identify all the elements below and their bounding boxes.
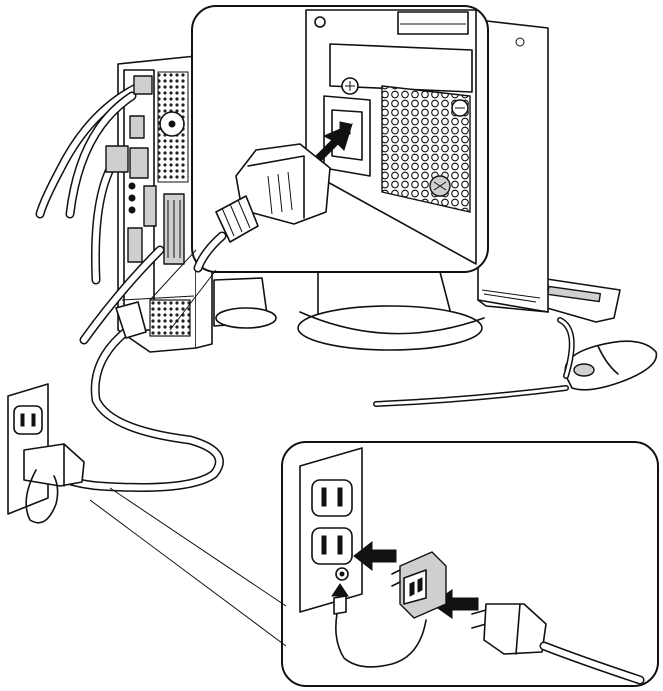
wall-outlet-icon [8,384,84,523]
wall-outlet-detail [282,442,658,686]
keyboard-icon [540,278,620,322]
power-inlet-detail [192,6,488,272]
